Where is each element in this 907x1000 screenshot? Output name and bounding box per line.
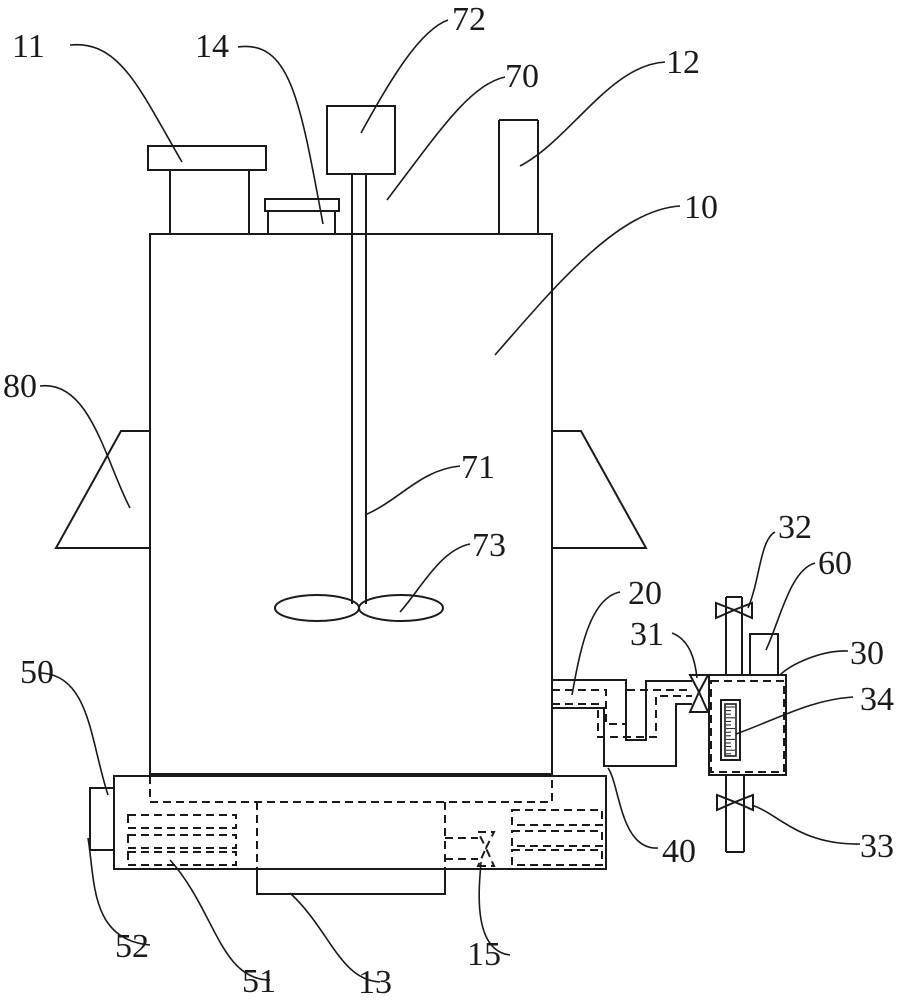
inlet-11: [147, 145, 267, 234]
label-32: 32: [778, 509, 812, 546]
tank-bottom-dashed: [149, 776, 553, 803]
leader-50: [39, 672, 109, 796]
outlet-12: [498, 119, 539, 234]
leader-72: [360, 19, 449, 134]
label-40: 40: [662, 833, 696, 870]
leader-15: [478, 861, 511, 956]
upper-pipe: [725, 596, 743, 675]
leader-10: [494, 205, 681, 356]
label-71: 71: [461, 449, 495, 486]
support-80-right: [552, 430, 648, 549]
leader-30: [779, 650, 849, 676]
label-34: 34: [860, 681, 894, 718]
leader-32: [747, 531, 776, 609]
leader-80: [39, 385, 131, 509]
pipe-40: [552, 679, 692, 767]
support-80-left: [54, 430, 150, 549]
leader-12: [519, 61, 666, 167]
gauge-34: [720, 699, 741, 761]
leader-60: [765, 562, 816, 651]
leader-40: [607, 767, 659, 849]
label-50: 50: [20, 654, 54, 691]
heating-base-50: [113, 775, 607, 870]
leader-31: [671, 632, 698, 679]
motor-72: [326, 105, 396, 175]
leader-13: [289, 892, 381, 983]
controller-52: [89, 787, 114, 851]
valve-33: [716, 793, 754, 812]
sampling-chamber-30: [708, 674, 787, 776]
label-73: 73: [472, 527, 506, 564]
port-14: [264, 198, 340, 234]
drain-13: [256, 802, 446, 895]
leader-34: [735, 696, 854, 735]
label-30: 30: [850, 635, 884, 672]
label-31: 31: [630, 616, 664, 653]
label-33: 33: [860, 828, 894, 865]
lower-pipe: [725, 775, 745, 853]
label-11: 11: [12, 28, 45, 65]
valve-31: [688, 674, 710, 713]
label-60: 60: [818, 545, 852, 582]
leader-71: [364, 465, 461, 516]
gauge-ticks: [726, 706, 735, 755]
label-12: 12: [666, 44, 700, 81]
sensor-60: [749, 633, 779, 676]
stirring-shaft-71: [351, 174, 367, 604]
label-10: 10: [684, 189, 718, 226]
heating-elements-51-left: [127, 814, 237, 866]
valve-15: [445, 831, 496, 867]
label-80: 80: [3, 368, 37, 405]
leader-lines: [39, 19, 861, 983]
pipe-20: [552, 689, 692, 738]
label-20: 20: [628, 575, 662, 612]
label-70: 70: [505, 58, 539, 95]
label-51: 51: [242, 963, 276, 1000]
leader-51: [169, 859, 271, 981]
leader-14: [237, 45, 324, 225]
leader-33: [751, 804, 861, 845]
leader-11: [69, 43, 183, 163]
impeller-73: [274, 594, 444, 622]
label-52: 52: [115, 928, 149, 965]
label-13: 13: [358, 964, 392, 1000]
label-72: 72: [452, 1, 486, 38]
leader-70: [386, 76, 506, 201]
leader-73: [399, 543, 471, 613]
leader-20: [571, 591, 621, 696]
label-15: 15: [467, 936, 501, 973]
heating-elements-right: [511, 809, 603, 866]
label-14: 14: [195, 28, 229, 65]
valve-32: [715, 601, 753, 620]
leader-52: [87, 837, 151, 946]
